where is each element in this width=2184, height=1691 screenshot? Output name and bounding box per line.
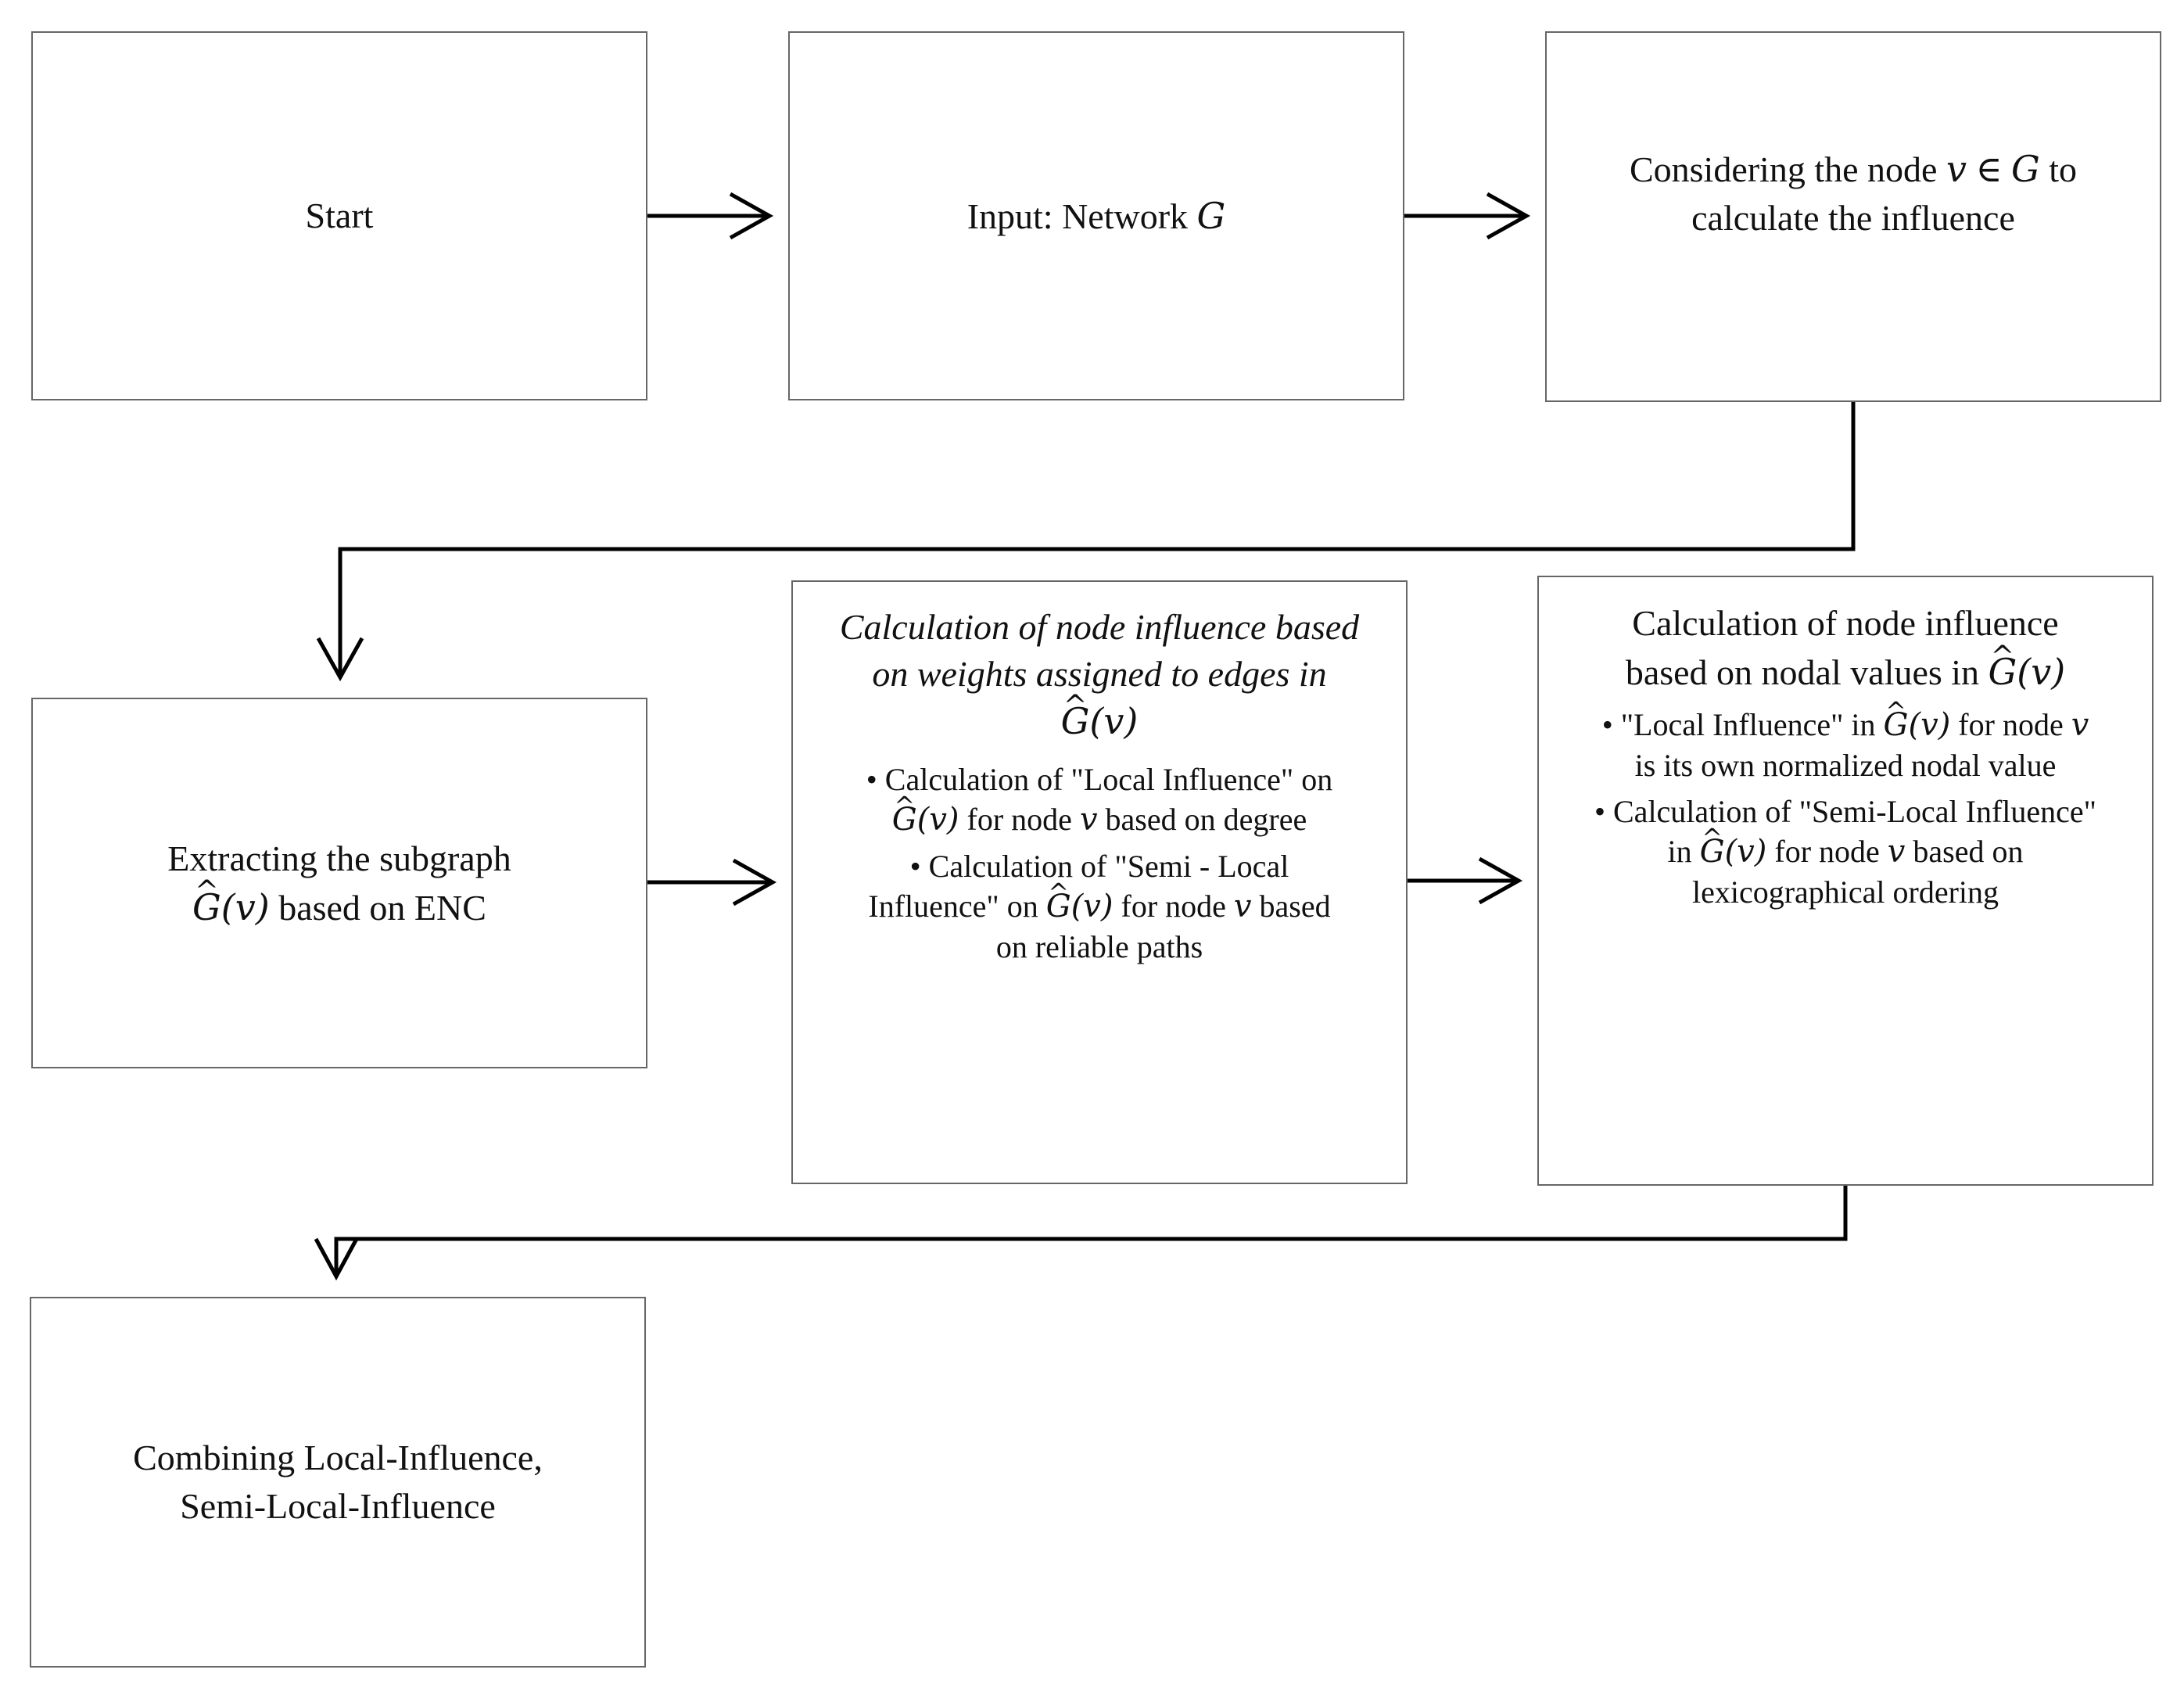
arrow-nodal-to-combine bbox=[314, 1186, 1848, 1281]
node-input-text: Input: Network bbox=[966, 196, 1197, 236]
var-v: v bbox=[1946, 147, 1967, 190]
node-weights: Calculation of node influence based on w… bbox=[791, 580, 1408, 1184]
node-weights-title-line2: on weights assigned to edges in bbox=[872, 654, 1327, 694]
arrow-weights-to-nodal bbox=[1408, 856, 1523, 905]
var-g: G bbox=[2011, 147, 2040, 190]
var-g-hat: G bbox=[1700, 832, 1725, 872]
arrow-start-to-input bbox=[647, 192, 774, 240]
node-weights-title-line3: G(v) bbox=[1061, 698, 1139, 745]
var-g-hat: G bbox=[192, 883, 221, 932]
node-nodal-bullet-2: • Calculation of "Semi-Local Influence" … bbox=[1594, 792, 2096, 912]
var-g-hat: G bbox=[1061, 698, 1090, 745]
var-g-hat: G bbox=[892, 800, 917, 840]
node-extract: Extracting the subgraph G(v) based on EN… bbox=[31, 698, 647, 1068]
node-start: Start bbox=[31, 31, 647, 400]
node-nodal: Calculation of node influence based on n… bbox=[1537, 576, 2154, 1186]
var-v: v bbox=[1887, 834, 1906, 870]
var-v: v bbox=[1233, 889, 1252, 924]
node-nodal-title-line1: Calculation of node influence bbox=[1632, 603, 2059, 643]
node-weights-bullet-2: • Calculation of "Semi - Local Influence… bbox=[868, 846, 1330, 967]
node-combine: Combining Local-Influence, Semi-Local-In… bbox=[30, 1297, 646, 1668]
node-consider-line2: calculate the influence bbox=[1691, 197, 2015, 238]
element-of-symbol: ∈ bbox=[1966, 149, 2012, 189]
arrow-extract-to-weights bbox=[647, 858, 777, 907]
arrow-consider-to-extract bbox=[316, 402, 1856, 682]
node-extract-line1: Extracting the subgraph bbox=[167, 838, 511, 878]
node-weights-title-line1: Calculation of node influence based bbox=[839, 607, 1360, 647]
node-weights-bullet-1: • Calculation of "Local Influence" on G(… bbox=[866, 759, 1332, 840]
node-combine-line1: Combining Local-Influence, bbox=[133, 1438, 543, 1477]
var-v: v bbox=[1079, 802, 1098, 838]
var-g-hat: G bbox=[1884, 705, 1909, 745]
node-input-label: Input: Network G bbox=[967, 192, 1226, 241]
node-extract-line2: G(v) based on ENC bbox=[192, 883, 486, 932]
node-combine-line2: Semi-Local-Influence bbox=[180, 1486, 496, 1526]
node-consider-line1: Considering the node v ∈ G to bbox=[1629, 147, 2078, 190]
node-nodal-bullet-1: • "Local Influence" in G(v) for node v i… bbox=[1602, 705, 2089, 785]
node-consider: Considering the node v ∈ G to calculate … bbox=[1545, 31, 2161, 402]
var-g-hat: G bbox=[1046, 887, 1071, 927]
arrow-input-to-consider bbox=[1404, 192, 1531, 240]
node-nodal-title-line2: based on nodal values in G(v) bbox=[1626, 648, 2065, 697]
node-input: Input: Network G bbox=[788, 31, 1404, 400]
node-start-label: Start bbox=[305, 196, 374, 235]
var-g: G bbox=[1196, 194, 1226, 237]
var-g-hat: G bbox=[1989, 648, 2017, 696]
var-v: v bbox=[2071, 707, 2089, 743]
